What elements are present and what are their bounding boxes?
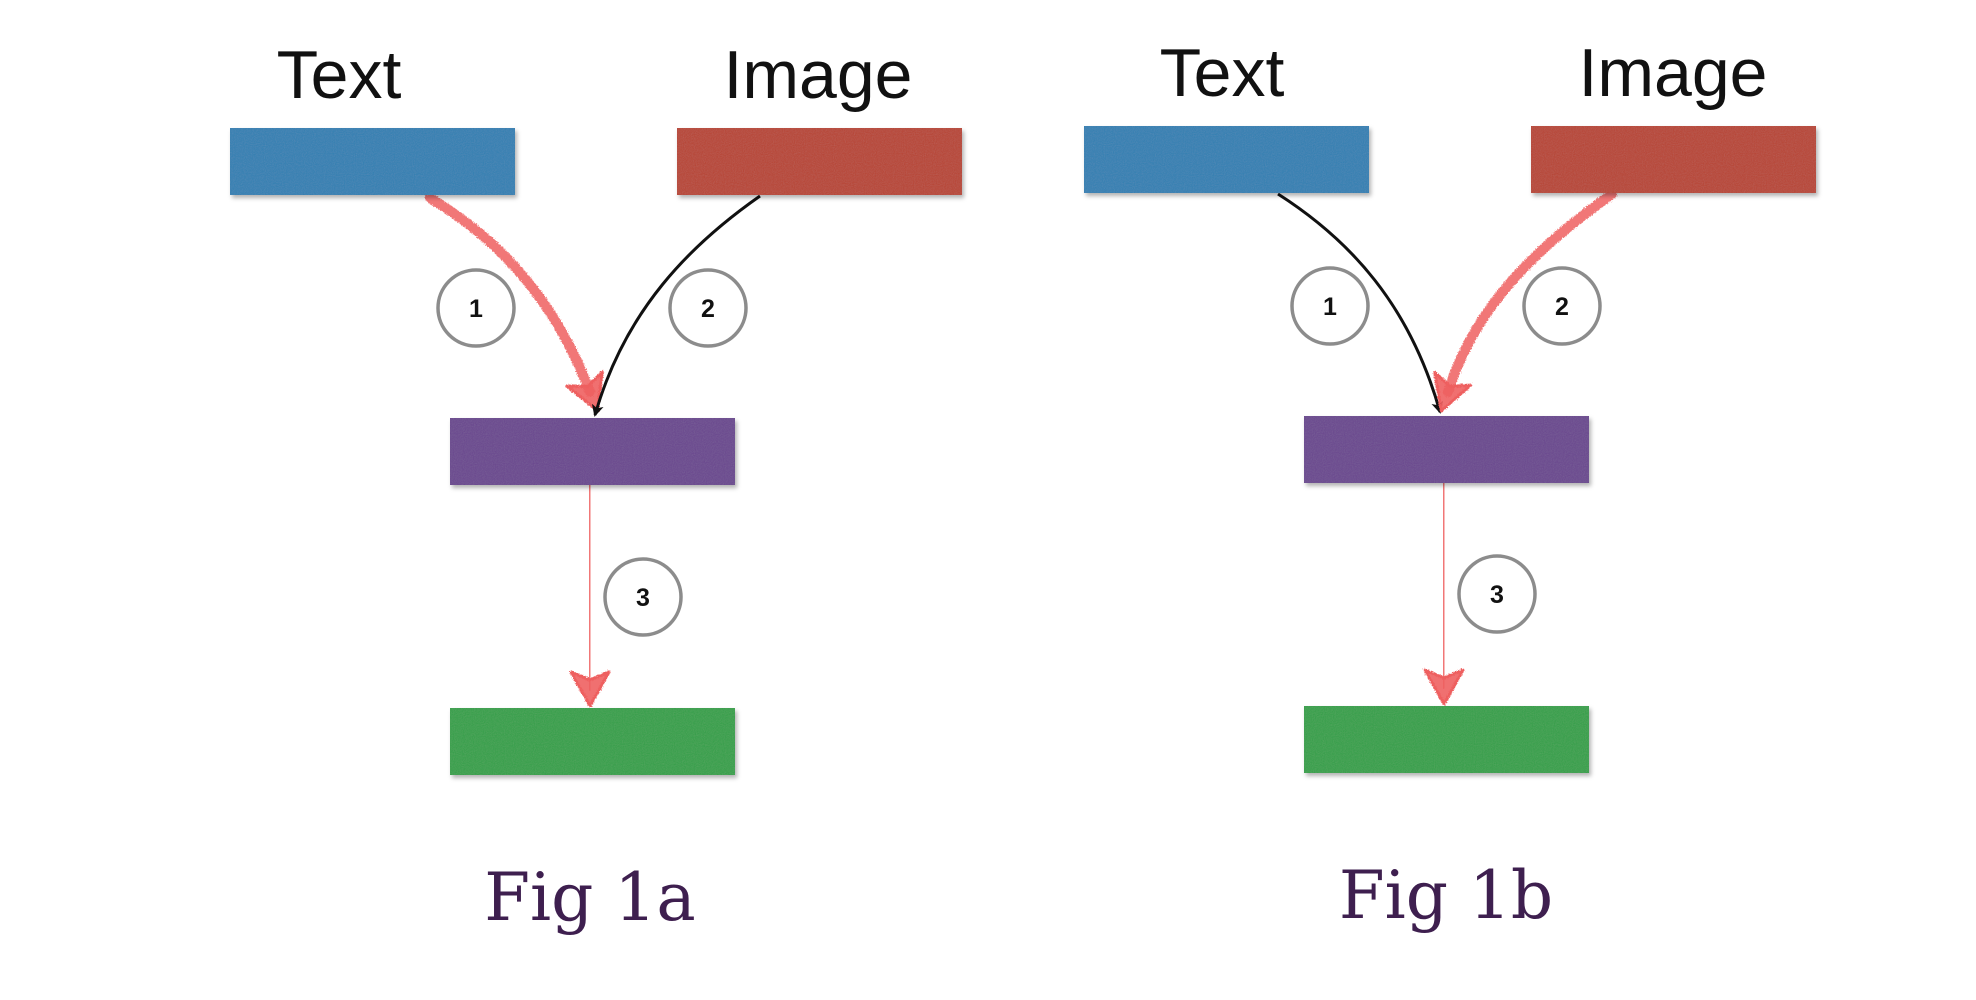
output-block-texture (1304, 706, 1589, 773)
arrow-step-3-line (584, 483, 595, 691)
arrow-step-2-line (1443, 189, 1617, 397)
step-circle-2: 2 (668, 268, 748, 348)
step-circle-3-number: 3 (636, 584, 650, 612)
figure-caption: Fig 1a (484, 859, 695, 936)
step-circle-3: 3 (603, 557, 683, 637)
step-circle-3-number: 3 (1490, 581, 1504, 609)
step-circle-2-ring (668, 268, 748, 348)
arrow-step-1-line (425, 193, 595, 397)
arrow-step-1 (1277, 192, 1444, 414)
step-circle-1-number: 1 (469, 295, 483, 323)
step-circle-2-number: 2 (1555, 293, 1569, 321)
image-label: Image (1579, 35, 1768, 111)
output-block-texture (450, 708, 735, 775)
step-circle-2-ring (1522, 266, 1602, 346)
step-circle-2: 2 (1522, 266, 1602, 346)
middle-block-texture (450, 418, 735, 485)
text-block-texture (230, 128, 515, 195)
step-circle-1-ring (1290, 266, 1370, 346)
arrow-step-2 (591, 194, 761, 417)
step-circle-3: 3 (1457, 554, 1537, 634)
arrow-step-3-head (1423, 668, 1465, 706)
step-circle-3-ring (603, 557, 683, 637)
arrow-step-3-line (1438, 481, 1449, 689)
step-circle-1-ring (436, 268, 516, 348)
middle-block-texture (1304, 416, 1589, 483)
arrow-step-3 (569, 483, 611, 708)
arrow-step-2-head (1433, 371, 1473, 413)
arrow-step-3-head (569, 670, 611, 708)
arrow-step-3 (1423, 481, 1465, 706)
step-circle-1: 1 (436, 268, 516, 348)
arrow-step-2 (1433, 189, 1617, 413)
image-block-texture (1531, 126, 1816, 193)
figure-caption: Fig 1b (1339, 857, 1553, 934)
text-label: Text (277, 37, 402, 113)
text-label: Text (1160, 35, 1285, 111)
arrow-step-1-head (565, 370, 604, 412)
step-circle-2-number: 2 (701, 295, 715, 323)
arrow-step-1 (425, 193, 604, 412)
image-block-texture (677, 128, 962, 195)
step-circle-1: 1 (1290, 266, 1370, 346)
image-label: Image (724, 37, 913, 113)
step-circle-1-number: 1 (1323, 293, 1337, 321)
step-circle-3-ring (1457, 554, 1537, 634)
text-block-texture (1084, 126, 1369, 193)
